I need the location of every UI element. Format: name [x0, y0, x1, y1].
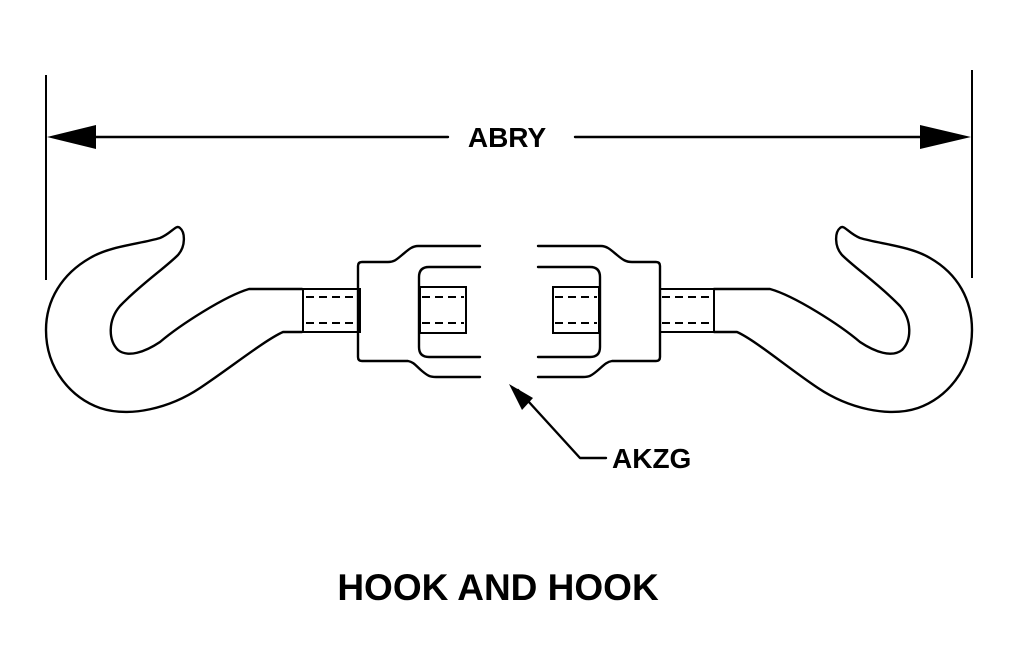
- left-barrel-inner-thread: [419, 286, 467, 334]
- callout-arrow-icon: [509, 384, 533, 410]
- left-barrel-window: [417, 265, 482, 359]
- dimension-label: ABRY: [468, 122, 547, 153]
- dimension-arrow-right-icon: [920, 125, 971, 149]
- callout-label: AKZG: [612, 443, 691, 474]
- left-hook: [44, 225, 304, 414]
- right-barrel-inner-thread: [552, 286, 600, 334]
- diagram-title: HOOK AND HOOK: [337, 567, 659, 608]
- right-barrel-window: [536, 265, 602, 359]
- left-threaded-rod: [302, 288, 361, 333]
- right-threaded-rod: [659, 288, 715, 333]
- right-hook: [712, 225, 974, 414]
- dimension-arrow-left-icon: [47, 125, 96, 149]
- callout-leader-line: [516, 388, 608, 460]
- left-barrel-body: [356, 244, 482, 379]
